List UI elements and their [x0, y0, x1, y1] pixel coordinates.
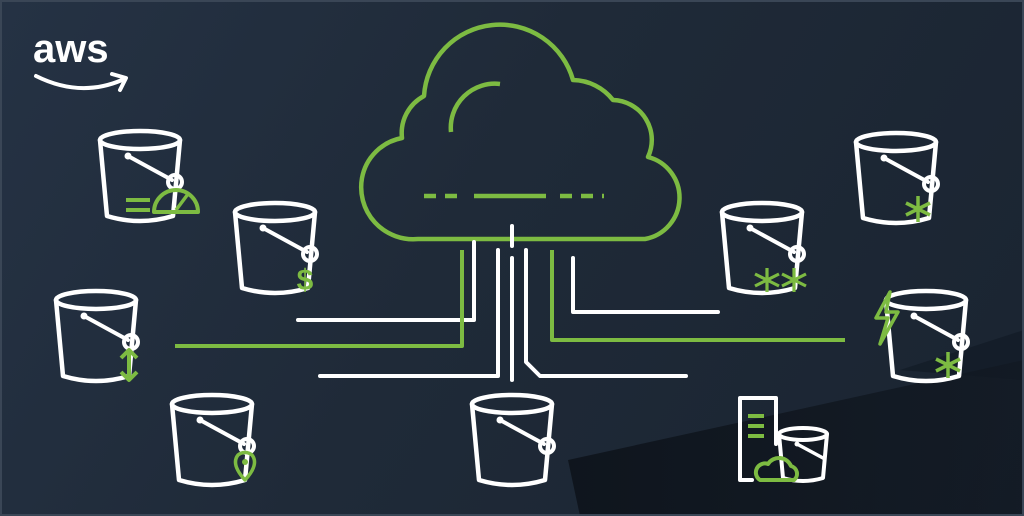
bucket-performance-icon: [100, 131, 200, 221]
central-cloud-icon: [358, 22, 682, 242]
bucket-intelligent-tiering-icon: [874, 291, 968, 381]
bucket-cost-icon: $: [235, 203, 317, 297]
bucket-transfer-icon: [56, 291, 138, 381]
bucket-standard-icon: [472, 395, 554, 485]
aws-logo-text: aws: [33, 27, 109, 71]
bucket-location-icon: [172, 395, 254, 485]
svg-text:$: $: [297, 264, 314, 297]
storage-gateway-icon: [738, 396, 829, 483]
aws-logo: aws: [33, 27, 128, 92]
bucket-deep-archive-icon: [856, 133, 938, 223]
connector-lines: [175, 224, 845, 382]
bucket-glacier-icon: [722, 203, 807, 293]
